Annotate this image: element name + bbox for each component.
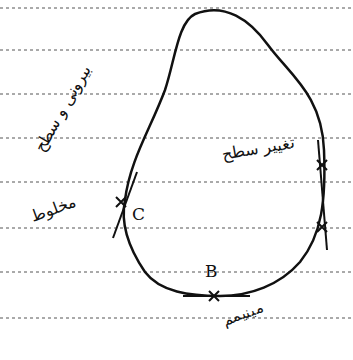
note-text: مینیمم bbox=[220, 299, 265, 329]
notebook-lines bbox=[0, 8, 353, 318]
note-text: تغییر سطح bbox=[221, 134, 295, 164]
closed-curve bbox=[124, 10, 325, 296]
tangent-lines bbox=[113, 140, 327, 301]
note-text: بیرونی و سطح bbox=[31, 62, 95, 155]
point-label: C bbox=[132, 205, 145, 224]
point-label: B bbox=[205, 262, 218, 281]
note-text: مخلوط bbox=[28, 192, 78, 225]
